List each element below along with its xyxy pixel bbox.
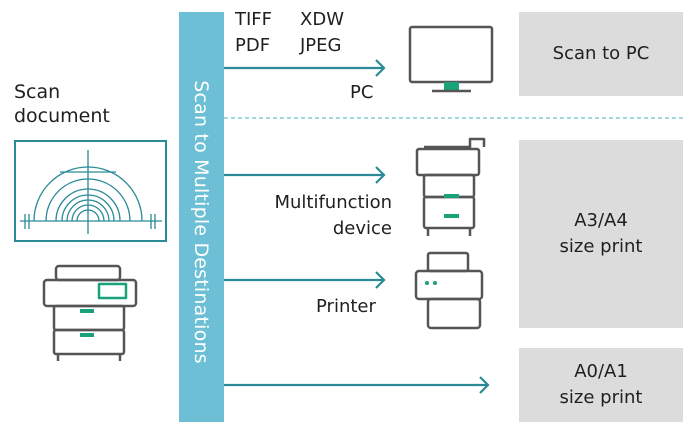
destination-printer-label: Printer bbox=[316, 296, 376, 317]
printer-icon bbox=[414, 251, 484, 330]
scan-to-pc-label: Scan to PC bbox=[552, 43, 650, 64]
scan-label-line1: Scan bbox=[14, 81, 61, 103]
arrows bbox=[224, 59, 490, 394]
mfd-label-line1: Multifunction bbox=[274, 192, 392, 213]
scan-to-multiple-destinations-label: Scan to Multiple Destinations bbox=[190, 80, 212, 364]
format-jpeg: JPEG bbox=[300, 35, 342, 56]
a0-a1-label-line2: size print bbox=[559, 387, 643, 408]
blueprint-document-icon bbox=[14, 140, 167, 242]
a3-a4-print-box: A3/A4 size print bbox=[519, 140, 683, 328]
monitor-icon bbox=[408, 25, 494, 93]
destination-mfd-label: Multifunction device bbox=[236, 190, 392, 242]
scanner-device-icon bbox=[42, 264, 138, 361]
destination-pc-label: PC bbox=[350, 82, 374, 103]
format-pdf: PDF bbox=[235, 35, 271, 56]
a0-a1-label-line1: A0/A1 bbox=[574, 361, 628, 382]
a0-a1-print-box: A0/A1 size print bbox=[519, 348, 683, 422]
scan-to-multiple-destinations-bar bbox=[179, 12, 224, 422]
scan-document-label: Scan document bbox=[14, 80, 110, 128]
format-tiff: TIFF bbox=[235, 9, 273, 30]
scan-to-pc-box: Scan to PC bbox=[519, 12, 683, 96]
format-xdw: XDW bbox=[300, 9, 344, 30]
scan-label-line2: document bbox=[14, 105, 110, 127]
a3-a4-label-line2: size print bbox=[559, 236, 643, 257]
mfd-label-line2: device bbox=[332, 218, 392, 239]
a3-a4-label-line1: A3/A4 bbox=[574, 210, 628, 231]
multifunction-device-icon bbox=[415, 137, 486, 236]
